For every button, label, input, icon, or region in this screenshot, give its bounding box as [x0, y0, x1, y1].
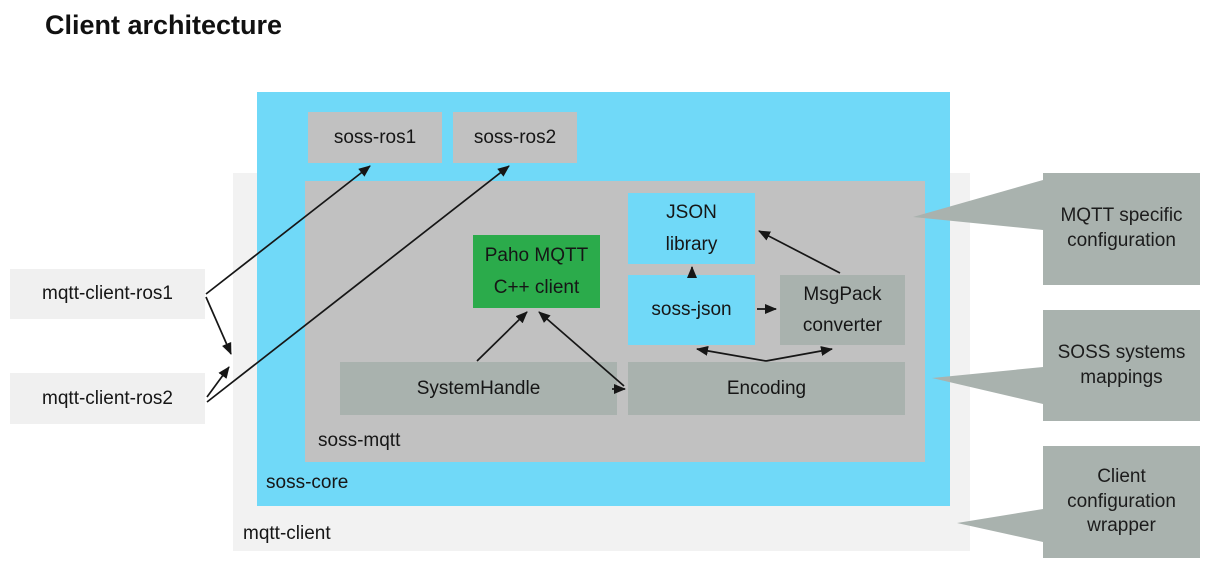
node-paho-mqtt-client: Paho MQTT C++ client: [473, 235, 600, 308]
json-library-line2: library: [665, 233, 718, 255]
system-handle-label: SystemHandle: [416, 377, 541, 399]
arrow-mqtt-client-ros1-to-mqtt-client: [205, 296, 232, 355]
msgpack-line2: converter: [802, 315, 883, 336]
soss-mqtt-label: soss-mqtt: [318, 430, 401, 451]
soss-json-label: soss-json: [651, 299, 732, 321]
node-soss-json: soss-json: [628, 275, 755, 345]
callout-2-text: SOSS systems mappings: [1057, 341, 1186, 388]
page-title: Client architecture: [45, 10, 283, 40]
json-library-line1: JSON: [666, 202, 717, 224]
callout-3-text: Client configuration wrapper: [1067, 465, 1176, 537]
soss-core-label: soss-core: [266, 472, 349, 493]
external-label-mqtt-client-ros2: mqtt-client-ros2: [10, 373, 205, 424]
node-soss-ros2: soss-ros2: [453, 112, 577, 163]
callout-soss-systems-mappings: SOSS systems mappings: [1043, 310, 1200, 421]
callout-1-text: MQTT specific configuration: [1060, 205, 1183, 251]
paho-line1: Paho MQTT: [484, 245, 589, 267]
soss-ros2-label: soss-ros2: [473, 126, 557, 148]
node-system-handle: SystemHandle: [340, 362, 617, 415]
node-msgpack-converter: MsgPack converter: [780, 275, 905, 345]
msgpack-line1: MsgPack: [803, 283, 882, 305]
soss-ros1-label: soss-ros1: [333, 126, 417, 148]
node-json-library: JSON library: [628, 193, 755, 264]
mqtt-client-ros1-text: mqtt-client-ros1: [42, 283, 173, 304]
node-soss-ros1: soss-ros1: [308, 112, 442, 163]
paho-line2: C++ client: [493, 276, 580, 298]
mqtt-client-label: mqtt-client: [243, 523, 331, 544]
encoding-label: Encoding: [726, 377, 807, 399]
mqtt-client-ros2-text: mqtt-client-ros2: [42, 387, 173, 409]
callout-client-configuration-wrapper: Client configuration wrapper: [1043, 446, 1200, 558]
arrow-mqtt-client-ros2-to-mqtt-client: [206, 366, 230, 398]
external-label-mqtt-client-ros1: mqtt-client-ros1: [10, 269, 205, 319]
callout-mqtt-specific-configuration: MQTT specific configuration: [1043, 173, 1200, 285]
node-encoding: Encoding: [628, 362, 905, 415]
